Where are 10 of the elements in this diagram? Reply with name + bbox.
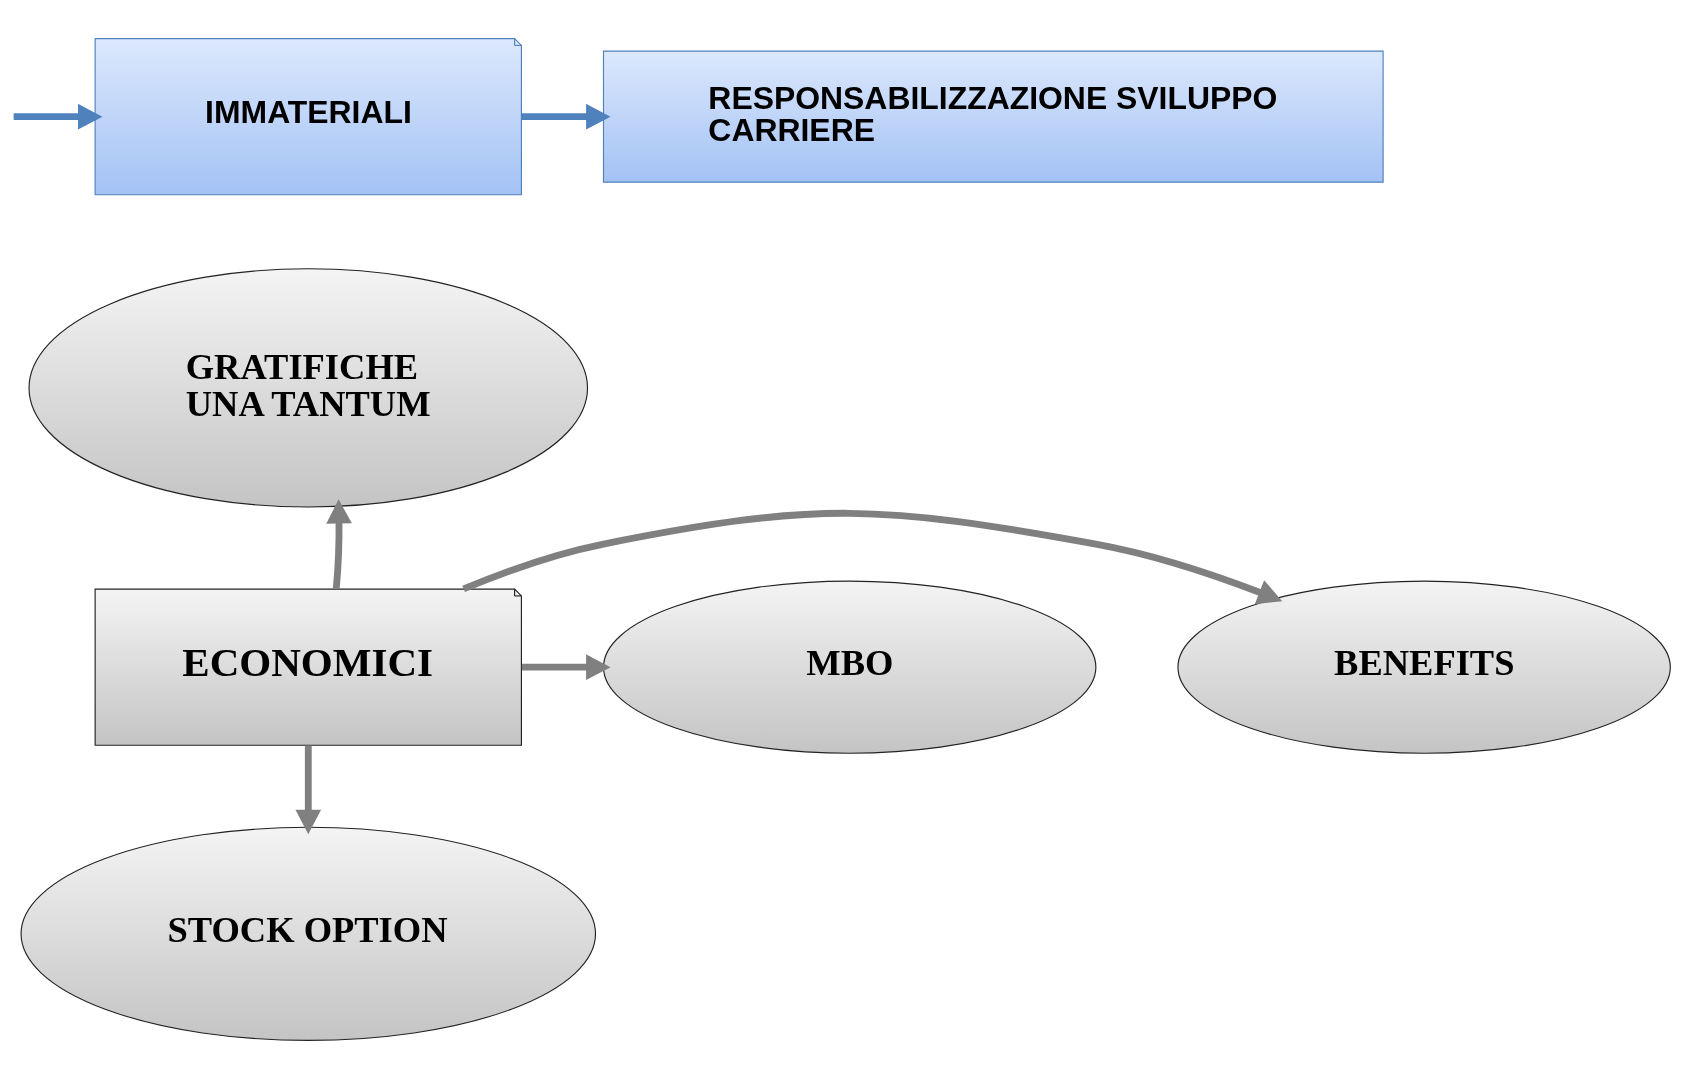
- arrow: [521, 654, 611, 680]
- node-ellipse: STOCK OPTION: [20, 826, 597, 1041]
- arrow: [13, 103, 103, 130]
- arrow: [462, 509, 1283, 605]
- arrow: [326, 499, 352, 590]
- node-ellipse: GRATIFICHE UNA TANTUM: [28, 268, 589, 508]
- node-ellipse: MBO: [602, 580, 1097, 754]
- arrow: [521, 103, 611, 130]
- node-box: RESPONSABILIZZAZIONE SVILUPPO CARRIERE: [602, 50, 1384, 183]
- arrow: [295, 745, 322, 835]
